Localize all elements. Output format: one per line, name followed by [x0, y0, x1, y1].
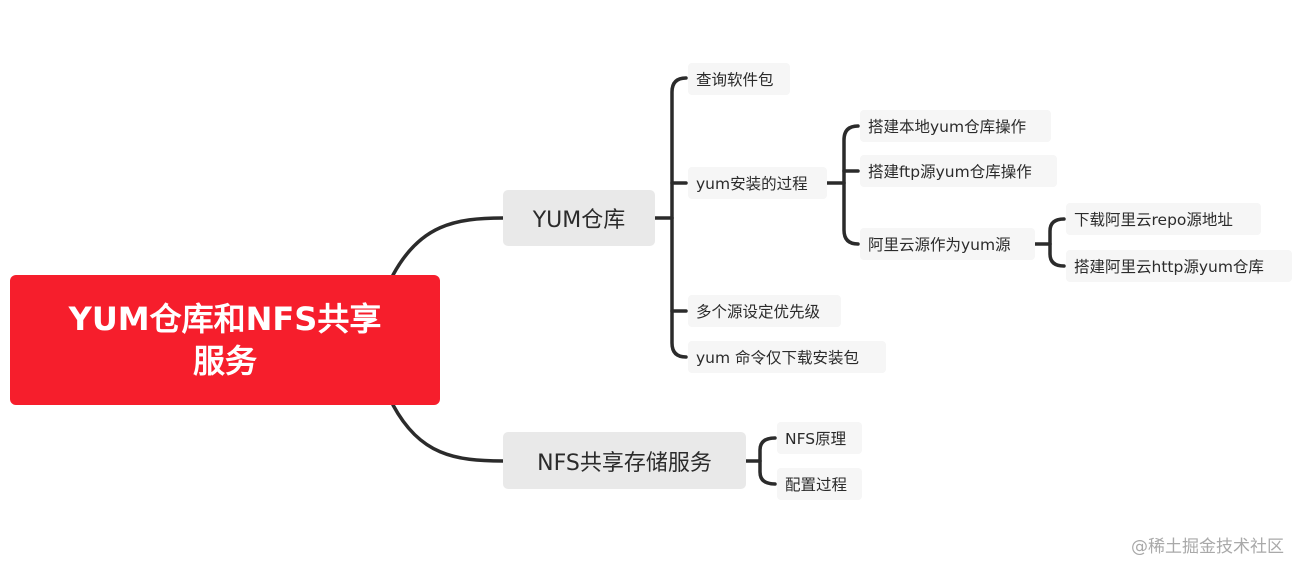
topic-nfs-principle[interactable]: NFS原理	[777, 422, 862, 454]
topic-source-priority[interactable]: 多个源设定优先级	[688, 295, 841, 327]
topic-download-only[interactable]: yum 命令仅下载安装包	[688, 341, 886, 373]
watermark-text: @稀土掘金技术社区	[1131, 537, 1284, 557]
connector-root-nfs	[391, 403, 505, 463]
branch-nfs-service-label: NFS共享存储服务	[537, 450, 712, 476]
connector-process-bracket	[842, 124, 860, 246]
topic-ftp-yum-repo[interactable]: 搭建ftp源yum仓库操作	[860, 155, 1057, 187]
topic-query-packages[interactable]: 查询软件包	[688, 63, 790, 95]
topic-nfs-principle-label: NFS原理	[785, 430, 847, 448]
topic-download-only-label: yum 命令仅下载安装包	[696, 349, 860, 367]
connector-nfs-bracket	[758, 436, 777, 486]
topic-aliyun-repo-address-label: 下载阿里云repo源地址	[1074, 211, 1233, 229]
topic-ftp-yum-repo-label: 搭建ftp源yum仓库操作	[868, 163, 1032, 181]
topic-yum-install-process[interactable]: yum安装的过程	[688, 167, 827, 199]
topic-local-yum-repo[interactable]: 搭建本地yum仓库操作	[860, 110, 1051, 142]
topic-aliyun-yum-source-label: 阿里云源作为yum源	[868, 236, 1011, 254]
topic-aliyun-yum-source[interactable]: 阿里云源作为yum源	[860, 228, 1035, 260]
root-topic[interactable]: YUM仓库和NFS共享服务	[10, 275, 440, 405]
topic-aliyun-http-repo-label: 搭建阿里云http源yum仓库	[1074, 258, 1264, 276]
branch-yum-repo[interactable]: YUM仓库	[503, 190, 655, 246]
topic-aliyun-http-repo[interactable]: 搭建阿里云http源yum仓库	[1066, 250, 1292, 282]
topic-nfs-config-label: 配置过程	[785, 476, 848, 494]
topic-yum-install-process-label: yum安装的过程	[696, 175, 808, 193]
topic-source-priority-label: 多个源设定优先级	[696, 303, 821, 321]
branch-nfs-service[interactable]: NFS共享存储服务	[503, 432, 746, 489]
topic-aliyun-repo-address[interactable]: 下载阿里云repo源地址	[1066, 203, 1261, 235]
connector-root-yum	[391, 216, 505, 277]
root-topic-title: YUM仓库和NFS共享服务	[68, 300, 382, 380]
connector-yum-bracket	[670, 76, 688, 359]
branch-yum-repo-label: YUM仓库	[532, 208, 626, 233]
topic-query-packages-label: 查询软件包	[696, 71, 774, 89]
topic-local-yum-repo-label: 搭建本地yum仓库操作	[868, 118, 1027, 136]
topic-nfs-config[interactable]: 配置过程	[777, 468, 862, 500]
connector-aliyun-bracket	[1048, 217, 1066, 268]
